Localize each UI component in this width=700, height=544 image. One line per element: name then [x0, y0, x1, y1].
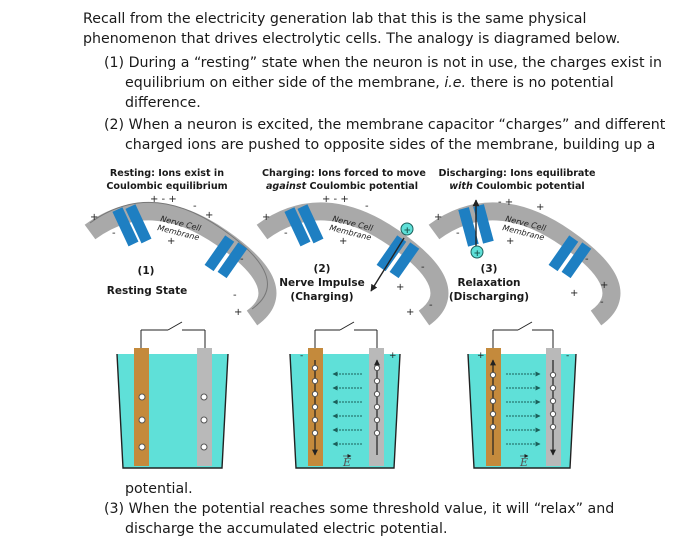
panel-3-field-label: E — [519, 456, 528, 469]
svg-text:-: - — [566, 351, 569, 361]
svg-text:- +: - + — [498, 197, 513, 208]
svg-text:-: - — [600, 297, 604, 308]
svg-text:+: + — [339, 236, 347, 247]
svg-text:+: + — [404, 226, 412, 236]
svg-text:+: + — [167, 236, 175, 247]
list-item-1-line-3: difference. — [125, 95, 201, 111]
panel-1-membrane: + - + - + - + - - + + — [84, 194, 277, 326]
svg-text:+: + — [434, 212, 442, 223]
svg-text:+: + — [262, 212, 270, 223]
svg-text:+: + — [474, 249, 482, 259]
svg-text:+: + — [536, 202, 544, 213]
panel-2-membrane: + + - + - + - + - + + - — [256, 194, 449, 326]
svg-text:-: - — [585, 254, 589, 265]
panel-1-beaker — [116, 321, 229, 469]
panel-2-state-line-1: Nerve Impulse — [279, 277, 365, 289]
svg-text:-: - — [240, 254, 244, 265]
svg-text:+: + — [389, 351, 397, 361]
list-item-1-text-a: equilibrium on either side of the membra… — [125, 75, 445, 91]
svg-text:+: + — [205, 210, 213, 221]
svg-text:+: + — [90, 212, 98, 223]
list-item-1-ie: i.e. — [444, 75, 467, 91]
svg-text:-: - — [300, 351, 303, 361]
svg-text:+: + — [396, 282, 404, 293]
panel-3-state-line-1: Relaxation — [457, 277, 521, 289]
panel-2-caption-rest: Coulombic potential — [306, 181, 419, 192]
panel-2-caption-line-1: Charging: Ions forced to move — [262, 168, 426, 179]
list-item-2-line-2: charged ions are pushed to opposite side… — [125, 137, 656, 153]
panel-2-field-label: E — [342, 456, 351, 469]
panel-3-number: (3) — [480, 263, 498, 275]
svg-text:+: + — [600, 280, 608, 291]
panel-2-caption-line-2: against Coulombic potential — [262, 180, 422, 193]
panel-3-caption-line-1: Discharging: Ions equilibrate — [438, 168, 596, 179]
list-item-2-line-1: (2) When a neuron is excited, the membra… — [104, 117, 666, 133]
svg-text:-: - — [112, 228, 116, 239]
panel-3-membrane: + + - - + + + - + + - — [428, 197, 621, 326]
panel-3-caption-line-2: with Coulombic potential — [432, 180, 602, 193]
panel-2-caption-em: against — [265, 181, 307, 192]
panel-2-state-line-2: (Charging) — [290, 291, 354, 303]
svg-text:+: + — [570, 288, 578, 299]
panel-1-caption-line-2: Coulombic equilibrium — [106, 181, 228, 192]
svg-text:+: + — [406, 307, 414, 318]
svg-text:+: + — [234, 307, 242, 318]
panel-1-caption: Resting: Ions exist in Coulombic equilib… — [92, 167, 242, 193]
svg-text:-: - — [421, 262, 425, 273]
list-item-3-line-2: discharge the accumulated electric poten… — [125, 521, 448, 537]
svg-text:-: - — [233, 290, 237, 301]
panel-2-number: (2) — [313, 263, 331, 275]
svg-text:+ - +: + - + — [322, 194, 349, 205]
panel-3-beaker: + - — [467, 321, 577, 469]
panel-1-state: Resting State — [106, 285, 188, 297]
svg-text:-: - — [193, 201, 197, 212]
panel-3-caption: Discharging: Ions equilibrate with Coulo… — [432, 167, 602, 193]
svg-text:-: - — [284, 228, 288, 239]
list-item-3-line-1: (3) When the potential reaches some thre… — [104, 501, 615, 517]
svg-text:-: - — [429, 300, 433, 311]
svg-text:-: - — [365, 201, 369, 212]
panel-2-beaker: - + — [289, 321, 401, 469]
panel-1-number: (1) — [137, 265, 155, 277]
svg-text:+: + — [506, 236, 514, 247]
paragraph-line-2: phenomenon that drives electrolytic cell… — [83, 31, 621, 47]
panel-3-state-line-2: (Discharging) — [448, 291, 530, 303]
list-item-1-text-b: there is no potential — [466, 75, 614, 91]
panel-2-caption: Charging: Ions forced to move against Co… — [262, 167, 426, 193]
list-item-1-line-1: (1) During a “resting” state when the ne… — [104, 55, 662, 71]
panel-3-caption-em: with — [449, 181, 473, 192]
svg-text:-: - — [456, 228, 460, 239]
panel-3-caption-rest: Coulombic potential — [472, 181, 585, 192]
paragraph-line-1: Recall from the electricity generation l… — [83, 11, 587, 27]
panel-1-caption-line-1: Resting: Ions exist in — [109, 168, 225, 179]
list-item-2-line-3: potential. — [125, 481, 193, 497]
list-item-1-line-2: equilibrium on either side of the membra… — [125, 73, 614, 93]
svg-text:+ - +: + - + — [150, 194, 177, 205]
svg-text:+: + — [477, 351, 485, 361]
